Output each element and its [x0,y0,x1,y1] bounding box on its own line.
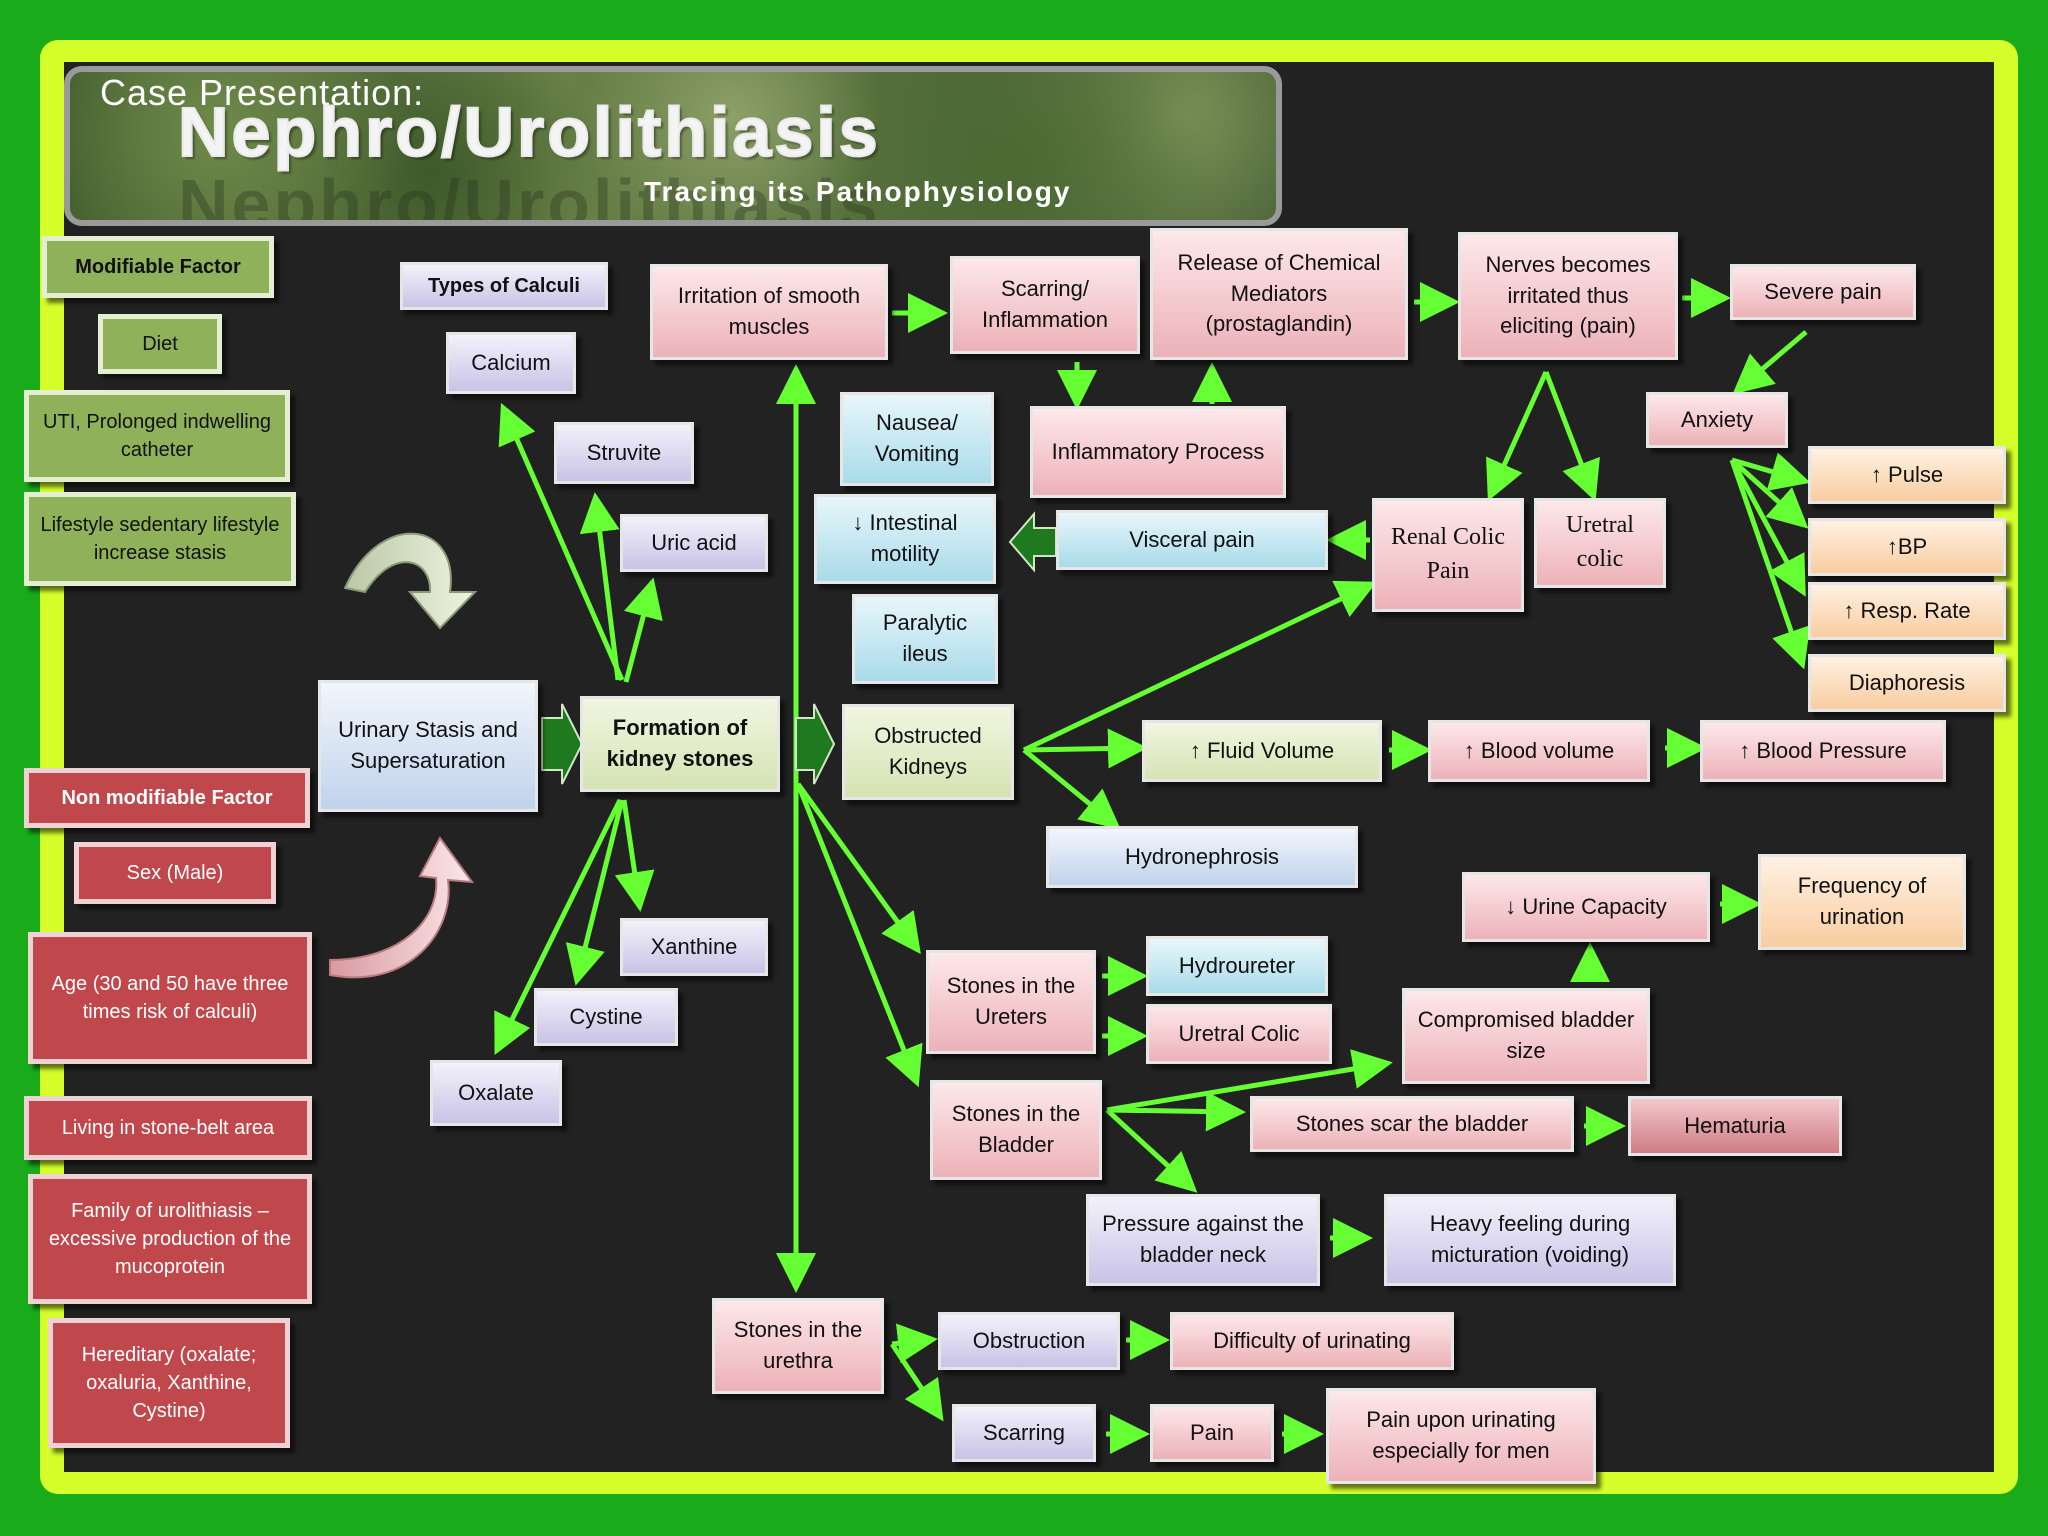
factor-uti: UTI, Prolonged indwelling catheter [24,390,290,482]
arrow-severe-anxiety [1732,330,1808,395]
node-uretral-colic-top: Uretral colic [1534,498,1666,588]
node-stones-scar-bladder: Stones scar the bladder [1250,1096,1574,1152]
factor-family: Family of urolithiasis – excessive produ… [28,1174,312,1304]
node-diaphoresis: Diaphoresis [1808,654,2006,712]
banner-subtitle: Tracing its Pathophysiology [644,176,1072,207]
node-obstructed-kidneys: Obstructed Kidneys [842,704,1014,800]
factor-lifestyle: Lifestyle sedentary lifestyle increase s… [24,492,296,586]
calculi-xanthine: Xanthine [620,918,768,976]
factor-living: Living in stone-belt area [24,1096,312,1160]
arrow-to-oxalate [494,798,623,1055]
curved-arrow-nonmodifiable [329,836,475,979]
calculi-uric-acid: Uric acid [620,514,768,572]
factor-hereditary: Hereditary (oxalate; oxaluria, Xanthine,… [48,1318,290,1448]
arrow-anxiety-resp [1729,458,1806,597]
arrow-bladder-scar [1106,1091,1246,1132]
node-irritation-smooth-muscles: Irritation of smooth muscles [650,264,888,360]
arrow-nerves-renal [1486,370,1549,502]
factor-age: Age (30 and 50 have three times risk of … [28,932,312,1064]
banner-pretitle: Case Presentation: [100,72,425,113]
curved-arrow-modifiable [343,532,478,630]
node-heavy-feeling: Heavy feeling during micturation (voidin… [1384,1194,1676,1286]
calculi-struvite: Struvite [554,422,694,484]
arrow-urethra-scarring [889,1342,944,1422]
node-difficulty-urinating: Difficulty of urinating [1170,1312,1454,1370]
arrow-obstructed-fluid [1023,728,1148,769]
calculi-cystine: Cystine [534,988,678,1046]
block-arrow-visceral-intestinal [1008,511,1057,573]
calculi-calcium: Calcium [446,332,576,394]
node-pulse: ↑ Pulse [1808,446,2006,504]
arrow-to-uric [623,577,663,683]
node-frequency-urination: Frequency of urination [1758,854,1966,950]
block-arrows [541,511,1057,785]
node-formation-kidney-stones: Formation of kidney stones [580,696,780,792]
arrow-anxiety-bp [1730,458,1809,529]
arrow-obstructed-hydronephrosis [1022,748,1121,830]
node-stones-urethra: Stones in the urethra [712,1298,884,1394]
banner-title: Nephro/Urolithiasis [177,92,881,172]
arrow-to-ureters [795,782,921,955]
node-urine-capacity: ↓ Urine Capacity [1462,872,1710,942]
node-pressure-bladder-neck: Pressure against the bladder neck [1086,1194,1320,1286]
node-urinary-stasis: Urinary Stasis and Supersaturation [318,680,538,812]
arrow-bladder-pressure [1105,1108,1198,1193]
node-blood-volume: ↑ Blood volume [1428,720,1650,782]
node-resp-rate: ↑ Resp. Rate [1808,582,2006,640]
block-arrow-formation-obstructed [795,703,836,785]
nonmodifiable-factor-header: Non modifiable Factor [24,768,310,828]
node-release-chemical-mediators: Release of Chemical Mediators (prostagla… [1150,228,1408,360]
node-renal-colic-pain: Renal Colic Pain [1372,498,1524,612]
arrow-to-cystine [565,799,625,986]
node-obstruction: Obstruction [938,1312,1120,1370]
node-scarring: Scarring [952,1404,1096,1462]
modifiable-factor-header: Modifiable Factor [42,236,274,298]
arrow-to-calcium [498,402,625,682]
title-banner: Case Presentation: Nephro/Urolithiasis N… [64,66,1282,226]
arrow-urethra-obstruction [891,1323,938,1364]
node-stones-bladder: Stones in the Bladder [930,1080,1102,1180]
node-scarring-inflammation: Scarring/ Inflammation [950,256,1140,354]
node-hydronephrosis: Hydronephrosis [1046,826,1358,888]
arrow-bladder-compromised [1106,1049,1393,1113]
node-nerves-irritated: Nerves becomes irritated thus eliciting … [1458,232,1678,360]
node-severe-pain: Severe pain [1730,264,1916,320]
factor-diet: Diet [98,314,222,374]
node-uretral-colic: Uretral Colic [1146,1004,1332,1064]
node-fluid-volume: ↑ Fluid Volume [1142,720,1382,782]
node-stones-ureters: Stones in the Ureters [926,950,1096,1054]
node-pain: Pain [1150,1404,1274,1462]
node-anxiety: Anxiety [1646,392,1788,448]
arrow-anxiety-pulse [1731,452,1811,491]
node-hydroureter: Hydroureter [1146,936,1328,996]
banner-title-reflection: Nephro/Urolithiasis [178,165,881,226]
arrow-nerves-uretral [1543,371,1600,502]
calculi-oxalate: Oxalate [430,1060,562,1126]
arrow-anxiety-diaphoresis [1729,459,1811,670]
node-compromised-bladder: Compromised bladder size [1402,988,1650,1084]
node-inflammatory-process: Inflammatory Process [1030,406,1286,498]
calculi-header: Types of Calculi [400,262,608,310]
node-visceral-pain: Visceral pain [1056,510,1328,570]
node-nausea-vomiting: Nausea/ Vomiting [840,392,994,486]
node-hematuria: Hematuria [1628,1096,1842,1156]
node-pain-urinating-men: Pain upon urinating especially for men [1326,1388,1596,1484]
node-blood-pressure: ↑ Blood Pressure [1700,720,1946,782]
arrow-to-struvite [579,492,621,681]
node-intestinal-motility: ↓ Intestinal motility [814,494,996,584]
factor-sex: Sex (Male) [74,842,276,904]
node-bp: ↑BP [1808,518,2006,576]
node-paralytic-ileus: Paralytic ileus [852,594,998,684]
arrow-obstructed-renal [1022,580,1378,753]
arrow-to-xanthine [614,799,655,912]
block-arrow-stasis-formation [541,703,584,785]
arrow-to-bladder [795,783,923,1088]
